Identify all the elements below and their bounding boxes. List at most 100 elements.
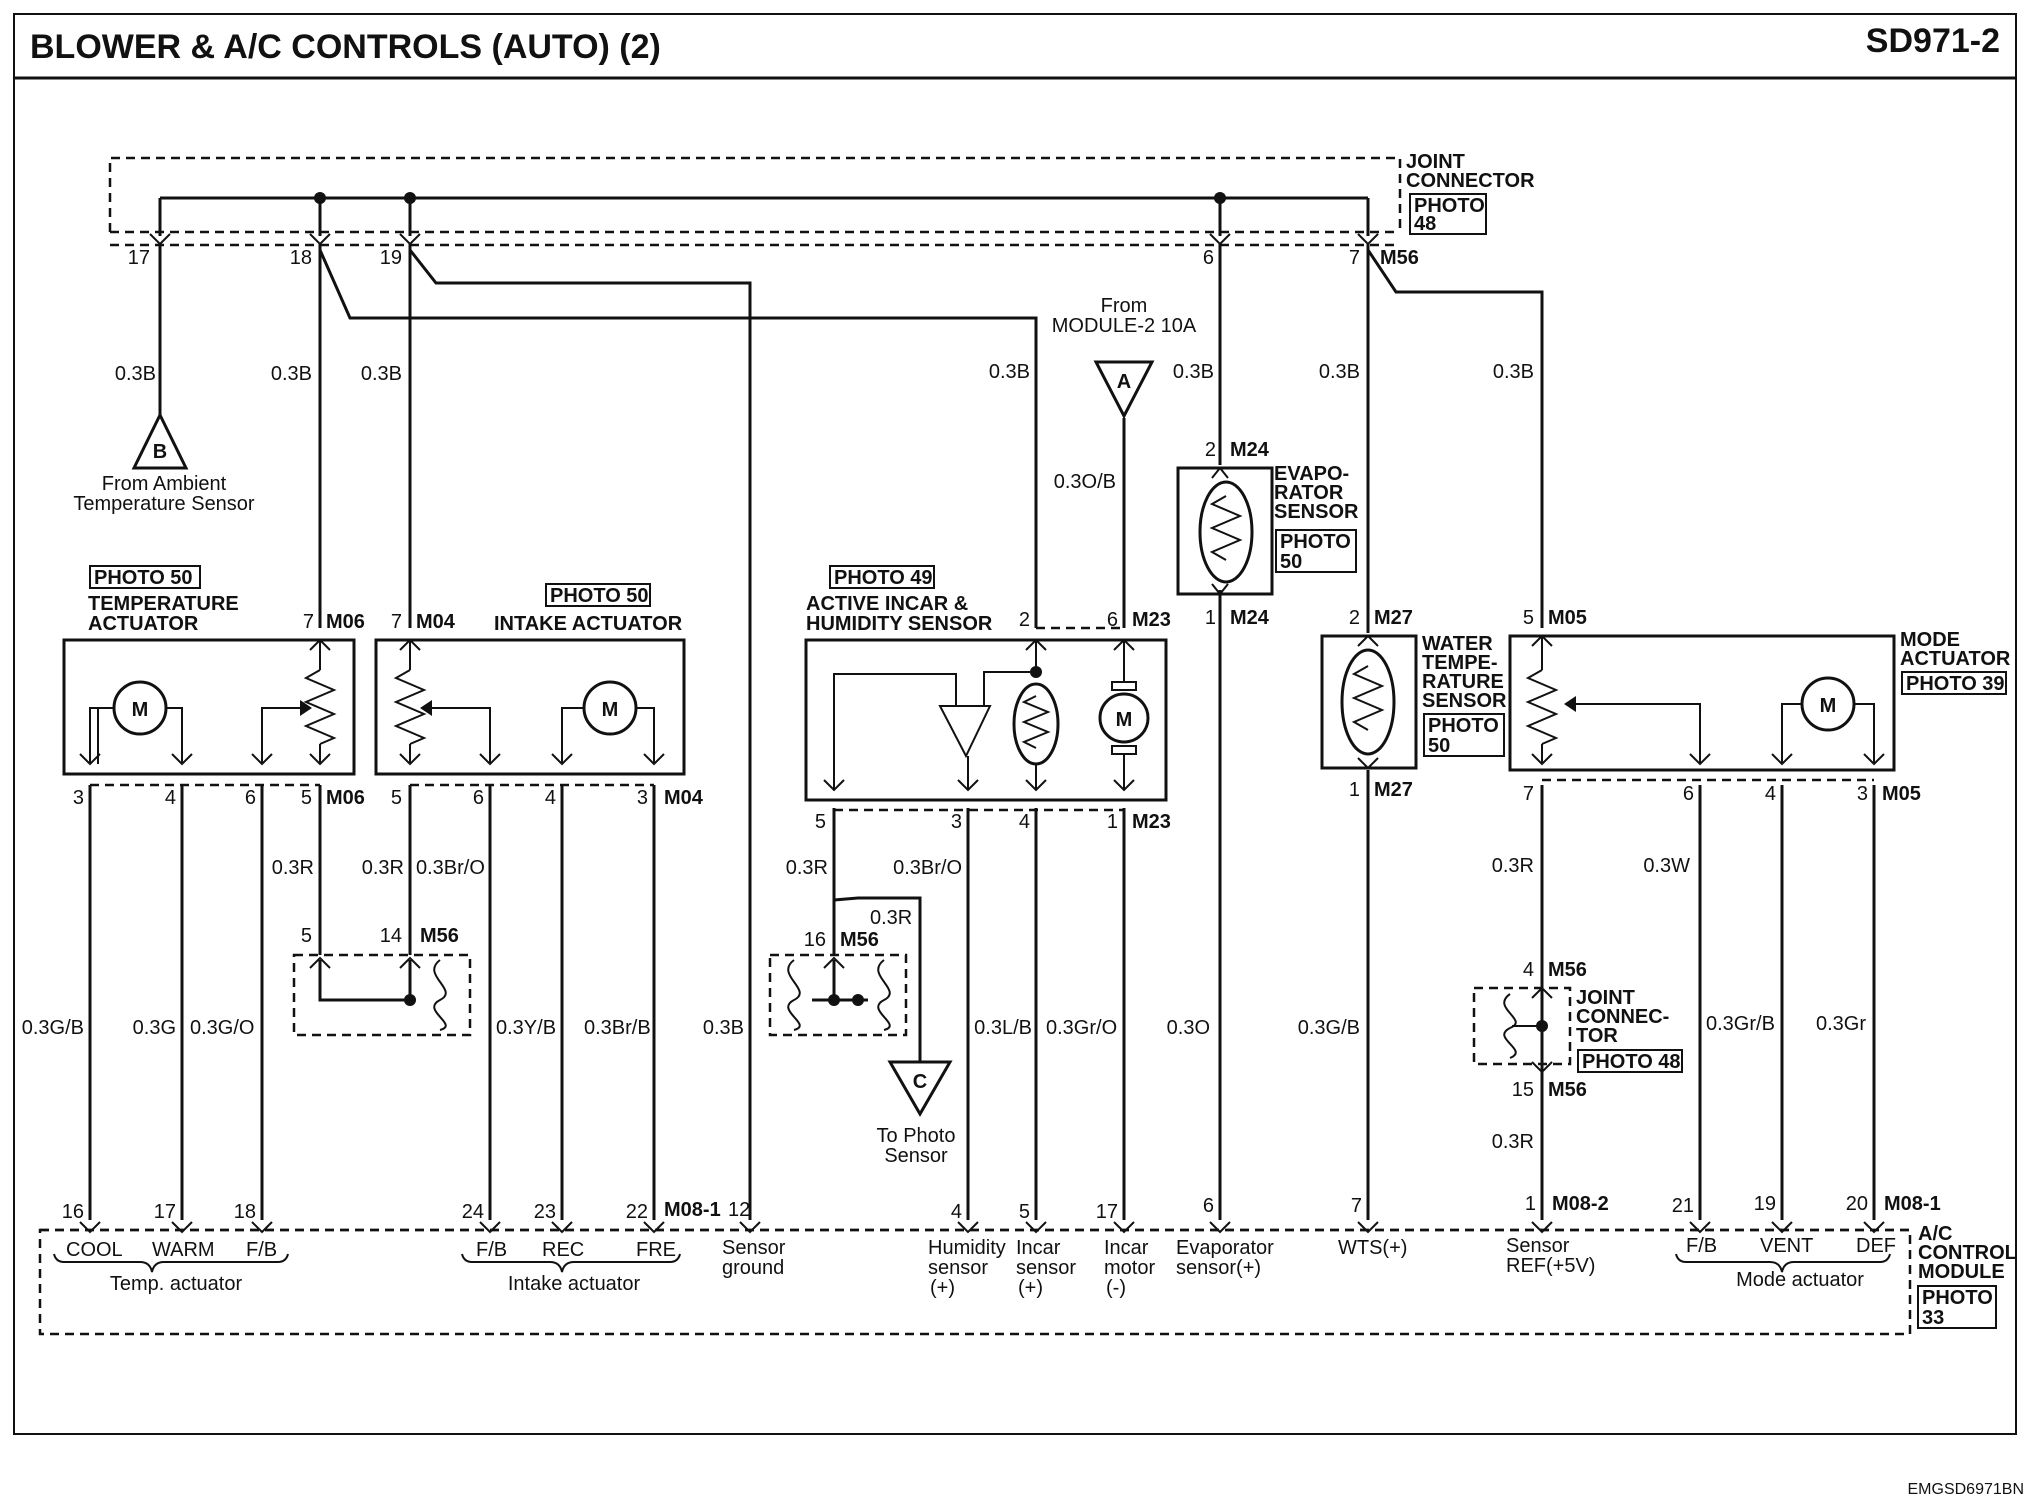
connector-id: M06 — [326, 611, 365, 633]
terminal-label: (+) — [930, 1277, 955, 1299]
temp-actuator-title: TEMPERATURE — [88, 593, 239, 615]
pin-label: 4 — [165, 787, 176, 809]
connector-id: M24 — [1230, 439, 1270, 461]
connector-c-label: To Photo — [877, 1125, 956, 1147]
pin-label: 2 — [1205, 439, 1216, 461]
pin-label: 4 — [951, 1201, 962, 1223]
wire-color-label: 0.3Br/O — [416, 857, 485, 879]
mode-actuator-title: MODE — [1900, 629, 1960, 651]
pin-label: 17 — [154, 1201, 176, 1223]
pin-label: 5 — [301, 925, 312, 947]
pin-label: 7 — [1351, 1195, 1362, 1217]
water-sensor-title: RATURE — [1422, 671, 1504, 693]
pin-label: 1 — [1205, 607, 1216, 629]
wire-color-label: 0.3R — [1492, 855, 1534, 877]
photo-tag: PHOTO 49 — [834, 567, 933, 589]
photo-tag-box — [1917, 1285, 1997, 1329]
water-sensor-title: SENSOR — [1422, 690, 1507, 712]
terminal-label: Incar — [1104, 1237, 1149, 1259]
wire-color-label: 0.3R — [786, 857, 828, 879]
terminal-label: COOL — [66, 1239, 123, 1261]
wire-color-label: 0.3O/B — [1054, 471, 1116, 493]
pin-label: 3 — [637, 787, 648, 809]
mode-actuator-internals — [1525, 634, 1885, 766]
joint-connector-label: CONNEC- — [1576, 1006, 1669, 1028]
connector-id: M56 — [420, 925, 459, 947]
wire-color-label: 0.3W — [1643, 855, 1690, 877]
photo-tag: PHOTO — [1428, 715, 1499, 737]
pin-label: 17 — [1096, 1201, 1118, 1223]
terminal-label: F/B — [246, 1239, 277, 1261]
terminal-group-label: Mode actuator — [1736, 1269, 1864, 1291]
terminal-label: REF(+5V) — [1506, 1255, 1595, 1277]
terminal-label: sensor(+) — [1176, 1257, 1261, 1279]
photo-tag: PHOTO — [1922, 1287, 1993, 1309]
connector-id: M27 — [1374, 607, 1413, 629]
motor-label: M — [1116, 709, 1133, 731]
pin-label: 19 — [380, 247, 402, 269]
photo-tag: 48 — [1414, 213, 1436, 235]
terminal-label: Evaporator — [1176, 1237, 1274, 1259]
water-sensor-title: TEMPE- — [1422, 652, 1498, 674]
connector-c-label: Sensor — [884, 1145, 948, 1167]
wire-color-label: 0.3Gr — [1816, 1013, 1866, 1035]
wire-color-label: 0.3B — [1173, 361, 1214, 383]
evap-sensor-internals — [1198, 466, 1254, 596]
pin-label: 6 — [1683, 783, 1694, 805]
temp-actuator-title: ACTUATOR — [88, 613, 199, 635]
diagram-code: SD971-2 — [1866, 22, 2000, 60]
wire-color-label: 0.3Gr/B — [1706, 1013, 1775, 1035]
connector-id: M27 — [1374, 779, 1413, 801]
pin-label: 20 — [1846, 1193, 1868, 1215]
control-module-title: A/C — [1918, 1223, 1952, 1245]
wire-color-label: 0.3Y/B — [496, 1017, 556, 1039]
pin-label: 24 — [462, 1201, 484, 1223]
mode-actuator-title: ACTUATOR — [1900, 648, 2011, 670]
wire-color-label: 0.3O — [1167, 1017, 1210, 1039]
pin-label: 23 — [534, 1201, 556, 1223]
terminal-label: Sensor — [1506, 1235, 1570, 1257]
connector-a-letter: A — [1117, 371, 1131, 393]
humidity-sensor-title: HUMIDITY SENSOR — [806, 613, 993, 635]
connector-b-triangle — [131, 411, 189, 470]
diagram-title: BLOWER & A/C CONTROLS (AUTO) (2) — [30, 28, 661, 66]
water-sensor-internals — [1340, 634, 1396, 770]
photo-tag-box — [829, 565, 935, 589]
terminal-label: F/B — [1686, 1235, 1717, 1257]
pin-label: 7 — [303, 611, 314, 633]
connector-id: M56 — [1548, 959, 1587, 981]
terminal-label: sensor — [928, 1257, 988, 1279]
humidity-sensor-box — [804, 638, 1168, 802]
intake-actuator-internals — [393, 638, 665, 766]
pin-label: 7 — [1349, 247, 1360, 269]
pin-label: 2 — [1349, 607, 1360, 629]
connector-id: M04 — [416, 611, 456, 633]
wire-color-label: 0.3L/B — [974, 1017, 1032, 1039]
terminal-label: motor — [1104, 1257, 1155, 1279]
control-module-title: MODULE — [1918, 1261, 2005, 1283]
connector-b-letter: B — [153, 441, 167, 463]
terminal-label: Incar — [1016, 1237, 1061, 1259]
photo-tag: PHOTO 50 — [550, 585, 649, 607]
pin-label: 6 — [1203, 1195, 1214, 1217]
water-sensor-title: WATER — [1422, 633, 1493, 655]
connector-c-triangle — [887, 1060, 953, 1118]
photo-tag: PHOTO 48 — [1582, 1051, 1681, 1073]
pin-label: 7 — [1523, 783, 1534, 805]
connector-a-label: MODULE-2 10A — [1052, 315, 1197, 337]
control-module — [38, 1221, 1912, 1336]
connector-c-letter: C — [913, 1071, 927, 1093]
temp-actuator-box — [62, 638, 356, 776]
pin-label: 17 — [128, 247, 150, 269]
pin-label: 4 — [545, 787, 556, 809]
evap-sensor-box — [1176, 466, 1274, 596]
joint-connector-label: CONNECTOR — [1406, 170, 1535, 192]
pin-label: 3 — [951, 811, 962, 833]
connector-id: M05 — [1882, 783, 1921, 805]
photo-tag-box — [1577, 1049, 1683, 1073]
terminal-label: Humidity — [928, 1237, 1006, 1259]
pin-label: 19 — [1754, 1193, 1776, 1215]
terminal-label: (+) — [1018, 1277, 1043, 1299]
pin-label: 2 — [1019, 609, 1030, 631]
